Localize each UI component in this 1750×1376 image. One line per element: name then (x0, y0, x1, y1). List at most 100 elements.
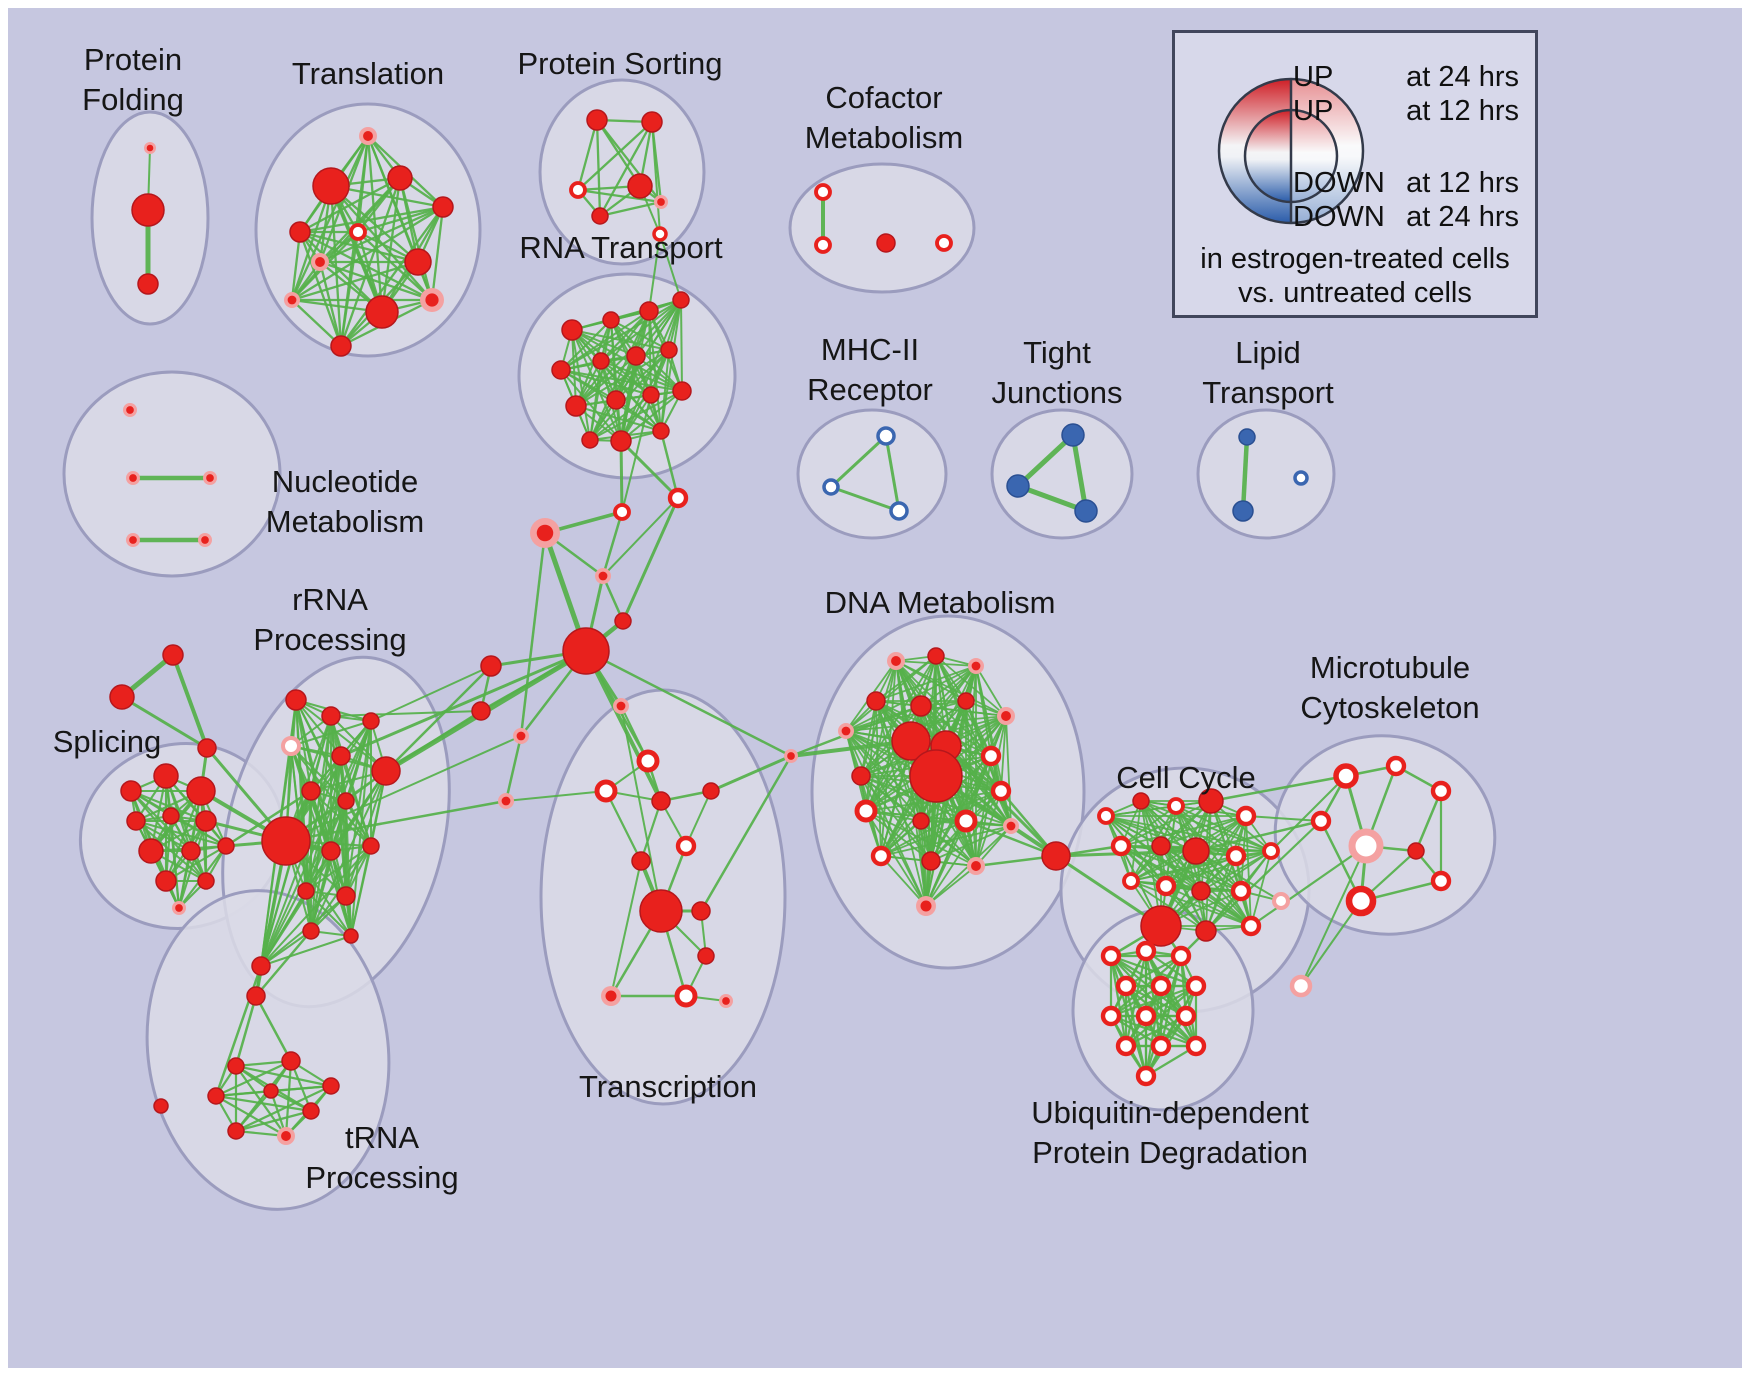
network-edge (875, 700, 927, 907)
network-node-red (639, 301, 659, 321)
network-node-red (641, 111, 663, 133)
network-node-red (387, 165, 413, 191)
network-edge (225, 789, 312, 848)
network-edge (577, 121, 653, 191)
network-edge (290, 135, 370, 301)
network-edge (1210, 774, 1347, 803)
network-edge (1160, 815, 1247, 847)
network-edge (291, 177, 401, 301)
cluster-label-cofactor-metabolism: Cofactor (825, 80, 942, 115)
network-edge (880, 855, 927, 907)
network-node-pinkopen (1272, 892, 1290, 910)
network-edge (260, 755, 342, 967)
network-edge (965, 819, 1057, 858)
network-edge (620, 390, 683, 442)
network-edge (1125, 1015, 1187, 1047)
network-node-core (536, 524, 554, 542)
network-edge (260, 890, 307, 967)
legend-direction: DOWN (1293, 167, 1385, 199)
network-edge (699, 755, 793, 912)
network-edge (845, 665, 977, 732)
network-node-open (349, 223, 367, 241)
network-edge (171, 654, 209, 749)
network-edge (659, 233, 682, 301)
network-edge (235, 1109, 312, 1133)
network-node-core (206, 474, 214, 482)
network-node-red (330, 335, 352, 357)
legend-node-glyph (1217, 77, 1365, 225)
network-edge (357, 231, 433, 301)
network-node-red (227, 1122, 245, 1140)
network-node-red (302, 922, 320, 940)
network-node-red (138, 838, 164, 864)
cluster-label-protein-sorting: Protein Sorting (517, 46, 722, 81)
network-node-core (516, 731, 526, 741)
cluster-label-tight-junctions: Junctions (992, 375, 1123, 410)
network-edge (380, 177, 402, 313)
network-node-red (702, 782, 720, 800)
network-edge (1120, 805, 1177, 847)
network-node-red (195, 810, 217, 832)
network-node-red (162, 644, 184, 666)
cluster-label-ubiquitin-degradation: Ubiquitin-dependent (1031, 1095, 1309, 1130)
network-edge (350, 845, 372, 937)
network-node-core (598, 571, 608, 581)
network-edge (165, 845, 227, 882)
network-edge (920, 665, 977, 707)
network-node-open (1122, 872, 1140, 890)
network-edge (1120, 815, 1247, 847)
legend-time: at 12 hrs (1406, 95, 1519, 127)
cluster-label-tight-junctions: Tight (1023, 335, 1091, 370)
network-edge (1195, 819, 1322, 853)
network-edge (576, 119, 599, 191)
network-edge (255, 930, 312, 997)
network-edge (291, 206, 444, 301)
network-node-core (287, 295, 297, 305)
network-edge (930, 715, 1007, 862)
network-edge (1205, 855, 1237, 932)
network-edge (270, 1084, 332, 1093)
network-edge (1070, 434, 1089, 512)
network-edge (880, 790, 1002, 857)
cluster-lipid-transport (1196, 408, 1336, 540)
network-edge (398, 177, 434, 301)
network-edge (1200, 850, 1272, 892)
network-edge (299, 230, 433, 302)
network-node-red (186, 776, 216, 806)
network-node-red (365, 295, 399, 329)
network-edge (121, 695, 208, 750)
network-node-red (610, 430, 632, 452)
network-node-red (957, 692, 975, 710)
network-edge (1245, 815, 1252, 927)
network-edge (620, 705, 662, 912)
network-edge (829, 434, 888, 489)
network-node-red (297, 882, 315, 900)
network-edge (595, 119, 602, 217)
network-node-red (672, 381, 692, 401)
network-edge (519, 532, 547, 737)
network-node-red (891, 721, 931, 761)
network-node-open (1100, 1005, 1122, 1027)
network-edge (845, 715, 1007, 732)
network-edge (340, 206, 444, 347)
legend-direction: UP (1293, 61, 1334, 93)
network-node-red (866, 691, 886, 711)
network-node-red (162, 807, 180, 825)
network-node-red (1151, 836, 1171, 856)
network-edge (299, 230, 419, 264)
network-node-red (639, 889, 683, 933)
network-node-red (109, 684, 135, 710)
network-edge (615, 349, 670, 401)
network-edge (235, 1085, 332, 1132)
legend-time: at 12 hrs (1406, 167, 1519, 199)
network-node-core (1006, 821, 1016, 831)
network-edge (1125, 955, 1182, 987)
network-edge (430, 206, 445, 301)
network-node-red (285, 689, 307, 711)
cluster-label-ubiquitin-degradation: Protein Degradation (1032, 1135, 1308, 1170)
network-node-blueopen (889, 501, 909, 521)
legend-caption-line1: in estrogen-treated cells (1200, 243, 1510, 275)
network-node-core (501, 796, 511, 806)
network-edge (845, 730, 977, 867)
network-node-red (912, 812, 930, 830)
